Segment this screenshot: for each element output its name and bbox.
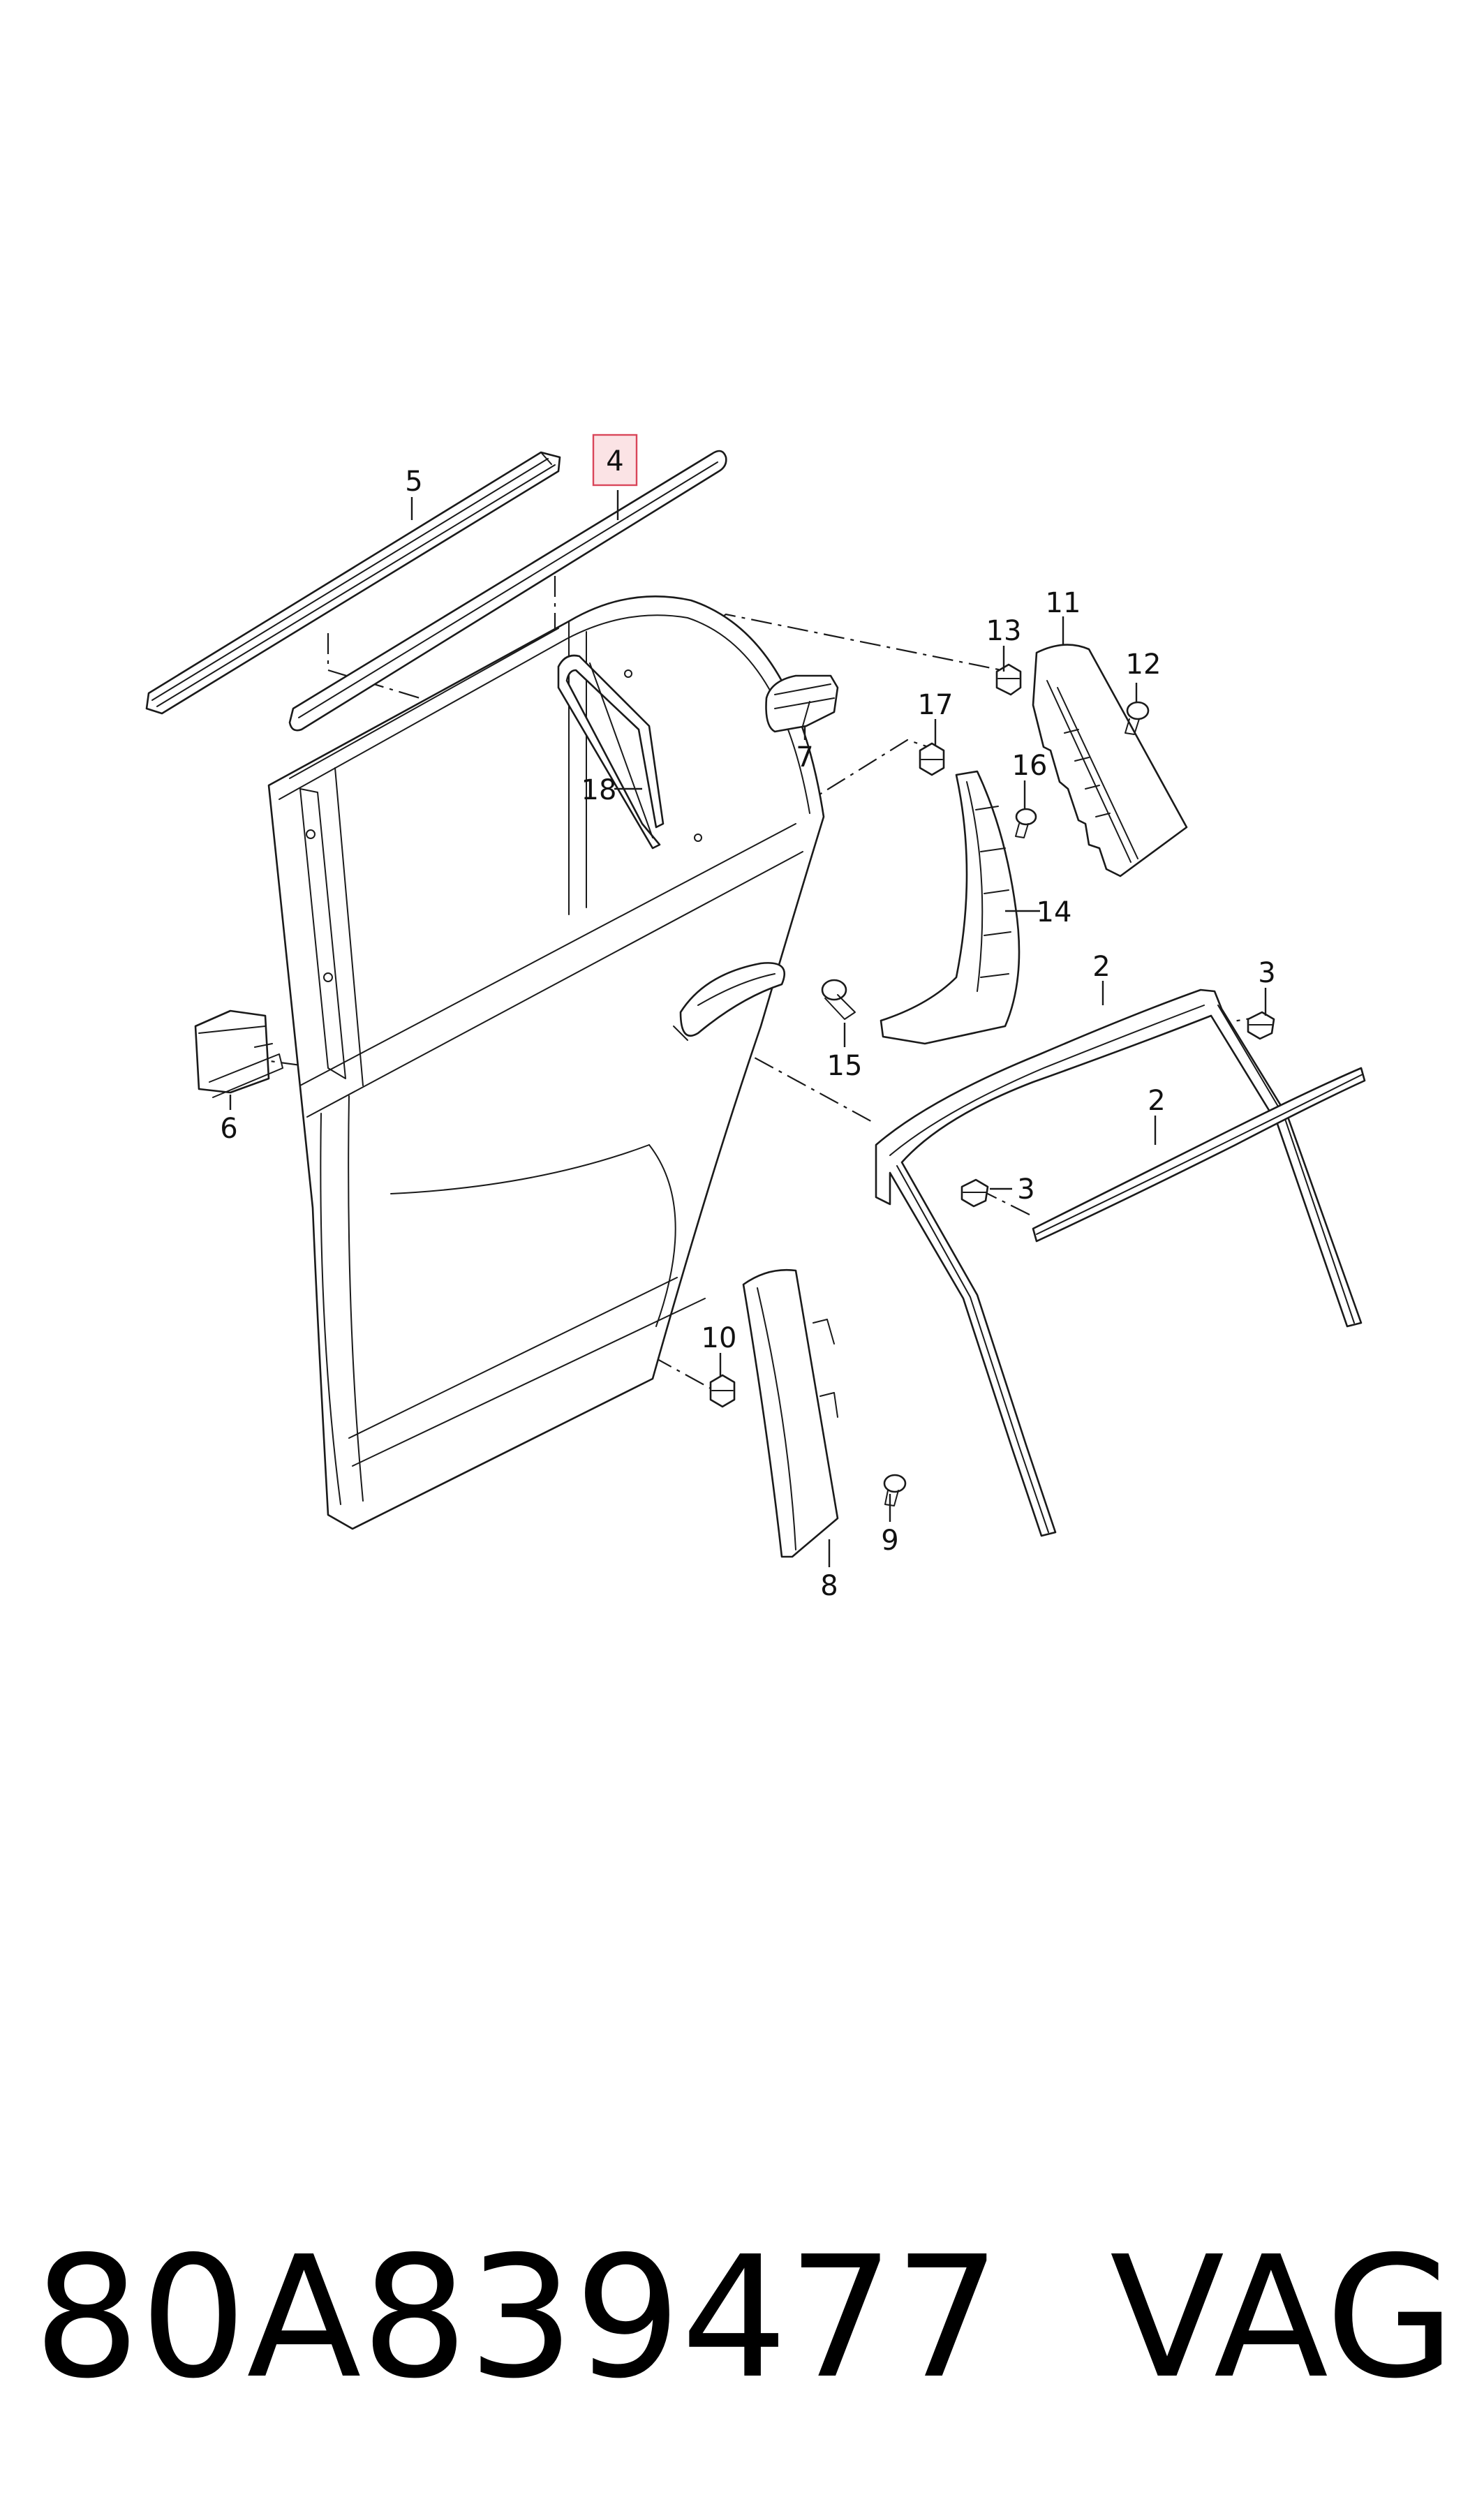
part-number: 80A839477 — [34, 2220, 1001, 2415]
part-3-clip-b — [960, 1178, 989, 1208]
part-5-inner-window-strip — [145, 451, 561, 715]
callout-6: 6 — [220, 1113, 237, 1145]
callout-17: 17 — [918, 689, 954, 721]
callout-14: 14 — [1037, 896, 1072, 928]
part-12-screw — [1125, 701, 1150, 735]
callout-12: 12 — [1126, 649, 1162, 681]
callout-1: 2 — [1092, 951, 1110, 983]
callout-9: 9 — [881, 1525, 898, 1557]
callout-13: 13 — [986, 615, 1022, 647]
part-4-outer-window-strip — [288, 450, 727, 732]
part-11-pillar-trim — [1032, 644, 1188, 877]
callout-3-lower: 3 — [1017, 1173, 1034, 1206]
callout-16: 16 — [1012, 750, 1048, 782]
part-8-pillar-trim — [742, 1268, 839, 1558]
part-10-clip — [709, 1374, 736, 1408]
callout-8: 8 — [820, 1570, 838, 1602]
rear-door-panel — [267, 595, 825, 1530]
part-3-clip-a — [1247, 1011, 1275, 1040]
part-14-pillar-trim — [880, 770, 1021, 1045]
callout-4: 4 — [606, 445, 623, 477]
part-18-window-guide — [557, 654, 665, 850]
callouts: 4 5 11 13 12 17 16 7 18 14 15 2 3 2 3 6 … — [220, 445, 1275, 1602]
callout-2: 2 — [1148, 1085, 1165, 1117]
callout-10: 10 — [702, 1322, 737, 1354]
callout-18: 18 — [581, 774, 617, 806]
callout-15: 15 — [827, 1050, 863, 1082]
callout-3-upper: 3 — [1258, 957, 1275, 989]
part-1-window-frame — [875, 988, 1363, 1537]
leader-lines — [229, 490, 1267, 1567]
part-6-trim-cap — [194, 1009, 283, 1098]
caption-bar: 80A839477 VAG — [0, 2227, 1484, 2408]
part-16-screw — [1015, 808, 1037, 838]
part-17-clip — [919, 742, 945, 776]
part-7-mounting-block — [765, 674, 839, 733]
part-15-screw — [821, 979, 856, 1020]
brand-label: VAG — [1110, 2220, 1455, 2415]
part-2-weather-strip — [1032, 1067, 1366, 1243]
part-9-screw — [883, 1474, 907, 1506]
callout-7: 7 — [796, 741, 813, 773]
callout-11: 11 — [1046, 587, 1081, 619]
highlight-box — [592, 434, 638, 487]
part-13-clip — [995, 663, 1022, 696]
callout-5: 5 — [405, 466, 422, 498]
